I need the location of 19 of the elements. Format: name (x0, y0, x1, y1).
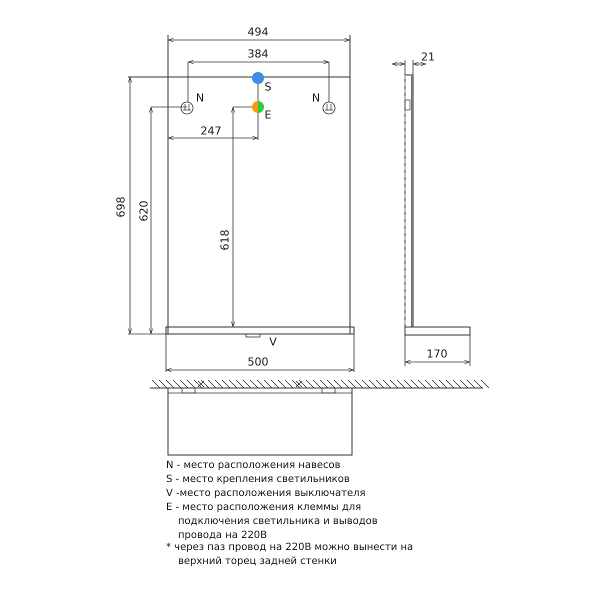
legend-text: N - место расположения навесов (166, 459, 342, 473)
callout-letter: E (264, 110, 272, 120)
callout-letter: N (312, 92, 320, 104)
dimension-label: 500 (248, 356, 268, 368)
dimension-label: 698 (116, 196, 126, 218)
legend-text: V -место расположения выключателя (166, 487, 367, 501)
callout-letter: V (269, 336, 277, 348)
dimension-label: 247 (200, 126, 222, 136)
note-text: * через паз провод на 220В можно вынести на верхний торец задней стенки (166, 541, 414, 569)
dimension-label: 21 (421, 52, 435, 62)
dimension-label: 170 (426, 348, 448, 360)
callout-letter: S (264, 82, 272, 92)
dimension-label: 618 (220, 230, 230, 250)
callout-letter: N (196, 92, 204, 104)
dimension-label: 384 (248, 48, 268, 60)
dimension-label: 494 (248, 26, 268, 38)
legend-text: E - место расположения клеммы для подключения светильника и выводов провода на 220В (166, 501, 379, 542)
legend-text: S - место крепления светильников (166, 473, 351, 487)
dimension-label: 620 (138, 200, 150, 222)
